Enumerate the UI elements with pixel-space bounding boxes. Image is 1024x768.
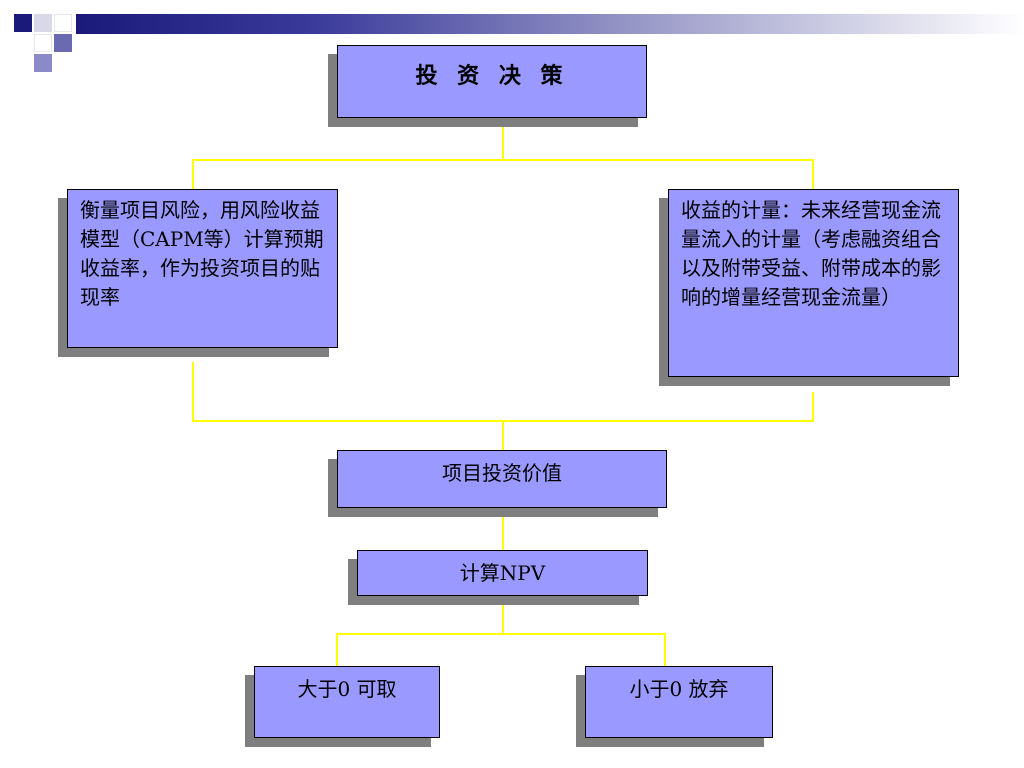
node-label: 大于0 可取	[297, 677, 397, 701]
node-label: 小于0 放弃	[629, 677, 729, 701]
connector-root-down	[502, 118, 504, 160]
connector-reject-down	[664, 633, 666, 666]
reject-node: 小于0 放弃	[585, 666, 773, 738]
node-label: 衡量项目风险，用风险收益模型（CAPM等）计算预期收益率，作为投资项目的贴现率	[80, 198, 324, 309]
node-label: 收益的计量：未来经营现金流量流入的计量（考虑融资组合以及附带受益、附带成本的影响…	[681, 198, 941, 309]
connector-top-horizontal	[192, 159, 814, 161]
connector-npv-down	[502, 596, 504, 634]
investment-decision-node: 投 资 决 策	[337, 45, 647, 118]
node-label: 项目投资价值	[442, 461, 562, 485]
header-square-white	[54, 14, 72, 32]
accept-node: 大于0 可取	[254, 666, 440, 738]
compute-npv-node: 计算NPV	[357, 550, 648, 596]
risk-measurement-node: 衡量项目风险，用风险收益模型（CAPM等）计算预期收益率，作为投资项目的贴现率	[67, 189, 338, 348]
connector-left-up	[192, 362, 194, 422]
node-label: 计算NPV	[459, 561, 546, 585]
project-value-node: 项目投资价值	[337, 450, 667, 508]
node-label: 投 资 决 策	[415, 63, 569, 89]
header-square-white	[34, 34, 52, 52]
header-square-light	[34, 14, 52, 32]
connector-left-down	[192, 159, 194, 189]
return-measurement-node: 收益的计量：未来经营现金流量流入的计量（考虑融资组合以及附带受益、附带成本的影响…	[668, 189, 959, 377]
connector-value-to-npv	[502, 508, 504, 550]
connector-to-value	[502, 420, 504, 450]
connector-right-down	[812, 159, 814, 189]
header-square-light-medium	[34, 54, 52, 72]
connector-bottom-horizontal	[336, 633, 666, 635]
header-gradient-bar	[76, 14, 1024, 34]
connector-accept-down	[336, 633, 338, 666]
header-square-dark	[14, 14, 32, 32]
connector-right-up	[812, 392, 814, 422]
header-square-medium	[54, 34, 72, 52]
